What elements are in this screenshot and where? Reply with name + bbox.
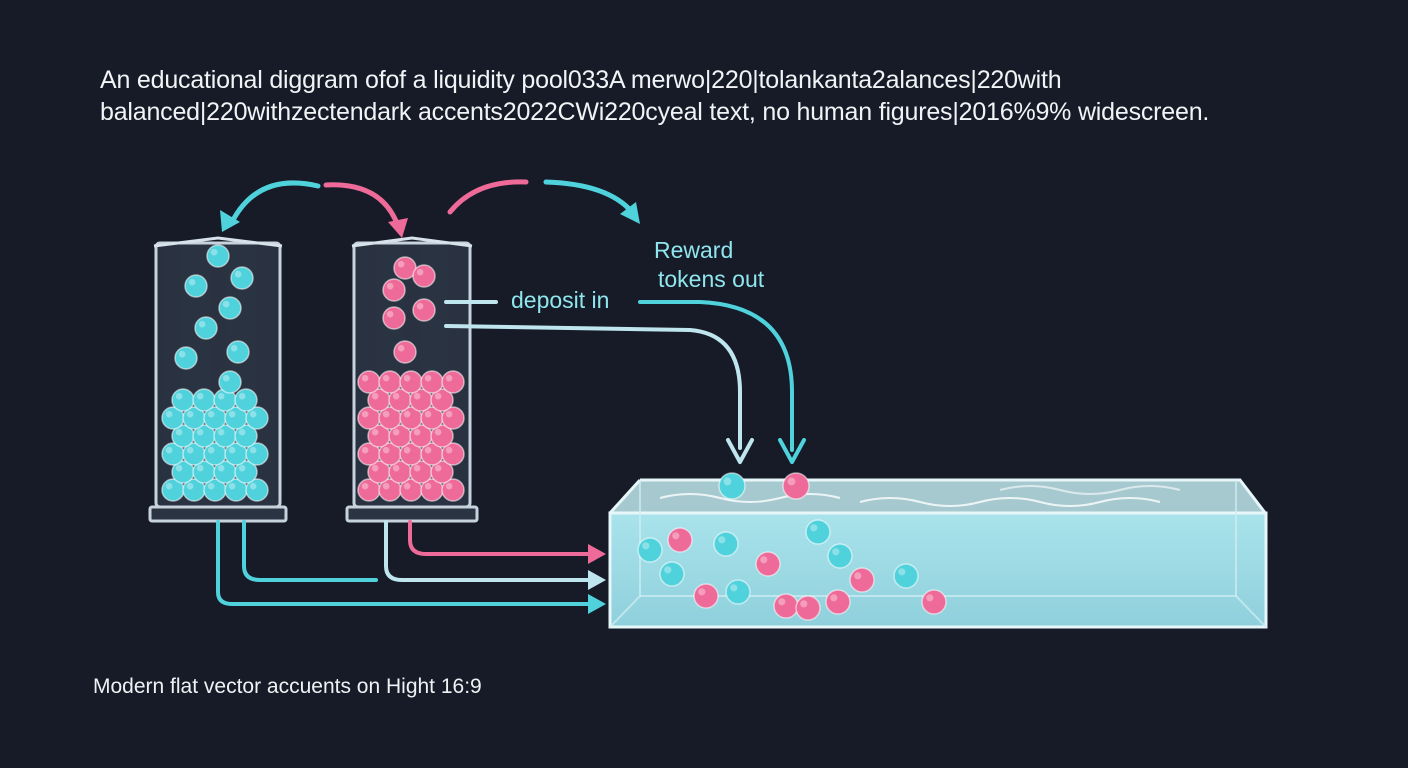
reward-arrow-down [638,300,794,452]
token-a-ball [218,370,242,394]
pool-token-pink [921,589,947,615]
token-b-ball [399,442,423,466]
water-wave-1 [659,493,841,503]
pool-tokens [637,472,947,621]
token-b-ball [388,460,412,484]
pool-token-pink [825,589,851,615]
token-b-ball [357,478,381,502]
pool-top-face [610,480,1266,514]
token-a-ball [234,388,258,412]
token-b-ball [399,370,423,394]
token-b-ball [441,442,465,466]
pool-token-cyan [805,519,831,545]
token-b-ball [441,406,465,430]
water-wave-3 [999,485,1181,495]
token-b-ball [393,340,417,364]
token-b-ball [393,256,417,280]
pool-token-pink [693,583,719,609]
token-a-ball [234,460,258,484]
token-a-ball [161,406,185,430]
token-b-ball [412,264,436,288]
token-a-ball [230,266,254,290]
token-a-ball [218,296,242,320]
token-b-ball [388,424,412,448]
token-b-ball [430,460,454,484]
swap-arrow-pink-head [388,218,408,238]
swap-arrow-cyan-left-head [220,210,240,232]
footer-caption: Modern flat vector accuents on Hight 16:… [93,675,482,698]
token-a-ball [184,274,208,298]
title-line-2: balanced|220withzectendark accents2022CW… [100,98,1210,126]
pool-token-pink [849,567,875,593]
token-b-ball [378,370,402,394]
reward-arrow-cyan-head [620,202,640,224]
pool-token-pink [755,551,781,577]
token-a-ball [194,316,218,340]
token-a-ball [174,346,198,370]
token-a-ball [206,244,230,268]
deposit-label: deposit in [511,287,609,313]
token-a-ball [192,388,216,412]
reward-arrow-cyan [543,179,635,215]
token-b-ball [441,370,465,394]
token-b-ball [357,406,381,430]
surface-token-pink [782,472,810,500]
token-a-ball [234,424,258,448]
token-a-ball [182,406,206,430]
token-a-cylinder [148,236,288,523]
token-b-ball [382,306,406,330]
token-b-ball [430,424,454,448]
reward-label-line-1: Reward [654,237,733,263]
pink-inflow-arrow [408,520,598,556]
swap-arrow-pink [323,182,401,229]
token-b-ball [382,278,406,302]
token-b-ball [420,370,444,394]
token-b-balls [357,256,465,502]
token-a-balls [161,244,269,502]
pool-token-pink [667,527,693,553]
water-wave-2 [859,497,1161,507]
cyan-short-arrow [242,520,378,582]
token-b-ball [412,298,436,322]
reward-arrow-pink [447,179,529,215]
pool-token-pink [795,595,821,621]
token-b-ball [367,460,391,484]
swap-arrow-cyan-left [229,180,321,225]
token-a-ball [224,406,248,430]
reward-label-line-2: tokens out [658,266,765,292]
title-line-1: An educational diggram ofof a liquidity … [100,66,1062,94]
token-b-ball [367,388,391,412]
pool-token-cyan [893,563,919,589]
token-b-ball [367,424,391,448]
swap-arrows [220,179,640,238]
pool-token-cyan [659,561,685,587]
token-a-ball [161,442,185,466]
pool-token-cyan [725,579,751,605]
surface-token-cyan [718,472,746,500]
token-b-ball [399,478,423,502]
token-a-ball [203,478,227,502]
token-b-cylinder [345,236,479,523]
token-a-ball [245,406,269,430]
token-b-ball [441,478,465,502]
pool-token-cyan [827,543,853,569]
token-a-ball [245,478,269,502]
flow-arrows [216,300,806,614]
token-a-ball [171,388,195,412]
pool-token-cyan [637,537,663,563]
token-a-ball [213,424,237,448]
pool-token-pink [773,593,799,619]
token-b-ball [357,370,381,394]
cyan-inflow-arrow [216,520,598,606]
token-b-ball [430,388,454,412]
token-a-ball [245,442,269,466]
pale-inflow-arrow [384,520,598,582]
liquidity-pool-tank [608,472,1268,629]
pool-token-cyan [713,531,739,557]
deposit-arrow-pale [444,324,742,450]
token-a-ball [226,340,250,364]
